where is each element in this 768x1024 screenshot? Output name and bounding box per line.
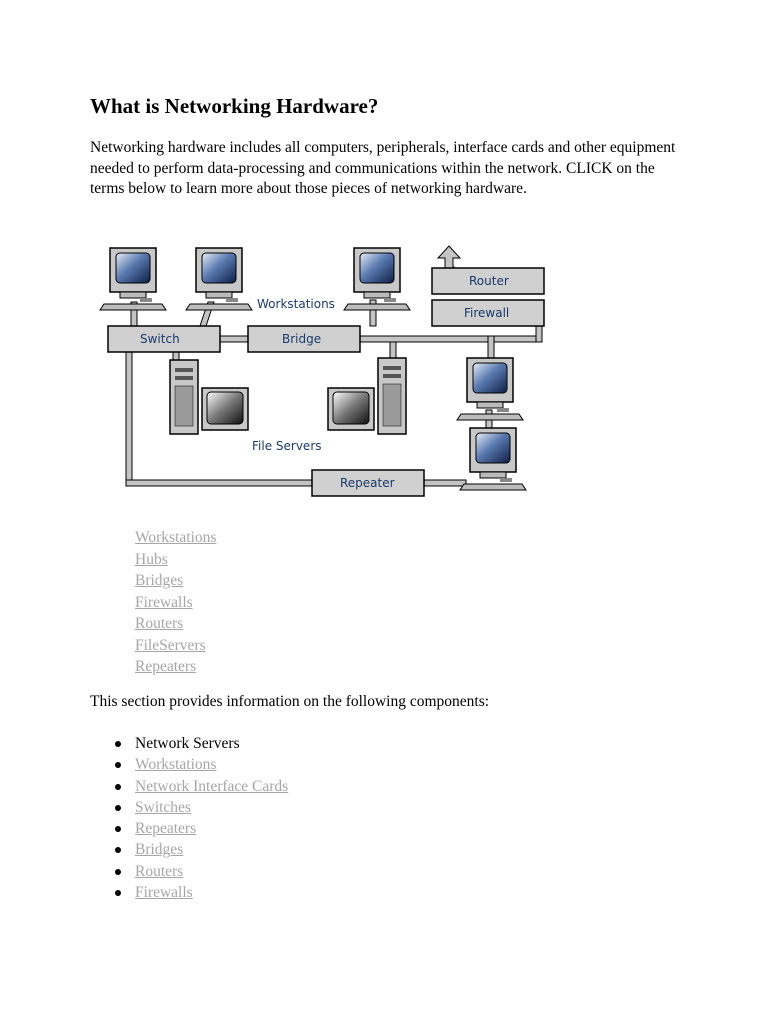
component-network-servers: Network Servers [135,735,240,752]
list-item: Firewalls [114,882,288,903]
link-workstations[interactable]: Workstations [135,529,217,546]
link-routers[interactable]: Routers [135,615,184,632]
repeater-label: Repeater [340,476,395,490]
component-link-nics[interactable]: Network Interface Cards [135,777,289,795]
workstation-2[interactable] [185,247,253,311]
component-link-bridges[interactable]: Bridges [135,841,184,859]
component-link-workstations[interactable]: Workstations [135,756,217,774]
workstation-5[interactable] [459,427,527,491]
router-uplink-arrow-icon [436,245,462,269]
workstation-1[interactable] [99,247,167,311]
switch-label: Switch [140,332,180,346]
router-device[interactable]: Router [431,267,545,295]
component-link-routers[interactable]: Routers [135,862,184,880]
component-link-switches[interactable]: Switches [135,798,191,816]
link-fileservers[interactable]: FileServers [135,636,206,654]
router-label: Router [469,274,509,288]
component-link-firewalls[interactable]: Firewalls [135,884,193,902]
list-item: Network Servers [114,733,288,754]
workstations-label: Workstations [257,297,335,311]
network-diagram: Switch Bridge Router Firewall Repeater W… [99,245,545,497]
link-firewalls[interactable]: Firewalls [135,593,193,611]
list-item: Hubs [135,549,216,571]
section-intro: This section provides information on the… [90,693,490,710]
firewall-device[interactable]: Firewall [431,299,545,327]
list-item: Switches [114,797,288,818]
page-title: What is Networking Hardware? [90,94,379,118]
list-item: Repeaters [135,656,216,678]
list-item: Firewalls [135,592,216,614]
link-bridges[interactable]: Bridges [135,572,184,589]
list-item: Bridges [114,839,288,860]
workstation-3[interactable] [343,247,411,311]
list-item: Bridges [135,570,216,592]
list-item: FileServers [135,635,216,657]
list-item: Routers [135,613,216,635]
bridge-label: Bridge [282,332,321,346]
file-servers-label: File Servers [252,439,322,453]
intro-paragraph: Networking hardware includes all compute… [90,139,676,197]
list-item: Repeaters [114,818,288,839]
list-item: Workstations [135,527,216,549]
link-hubs[interactable]: Hubs [135,550,168,568]
bridge-device[interactable]: Bridge [247,325,361,353]
file-server-1[interactable] [169,359,249,435]
file-server-2[interactable] [327,357,407,435]
component-link-repeaters[interactable]: Repeaters [135,820,197,838]
list-item: Routers [114,861,288,882]
components-list: Network Servers Workstations Network Int… [114,733,289,903]
link-repeaters[interactable]: Repeaters [135,658,197,675]
firewall-label: Firewall [464,306,509,320]
list-item: Network Interface Cards [114,776,289,797]
switch-device[interactable]: Switch [107,325,221,353]
list-item: Workstations [114,754,288,775]
repeater-device[interactable]: Repeater [311,469,425,497]
hardware-link-list: Workstations Hubs Bridges Firewalls Rout… [135,527,216,678]
